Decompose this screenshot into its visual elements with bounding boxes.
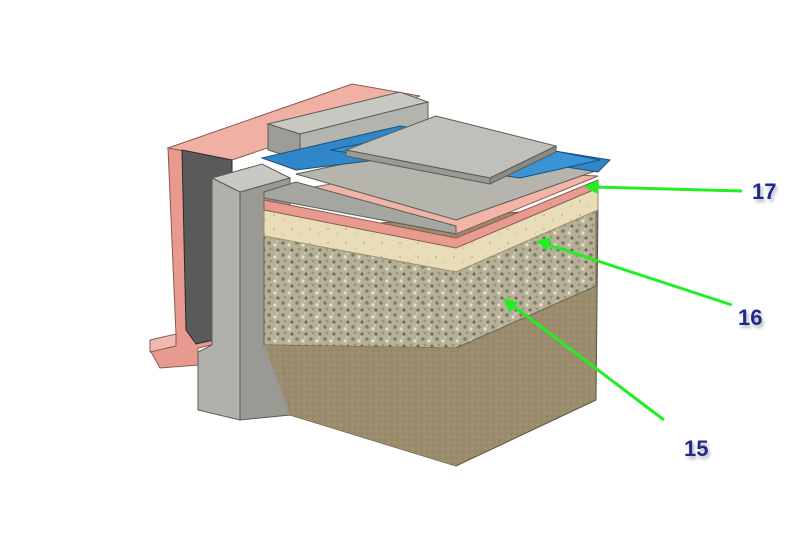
callout-label-17: 17 xyxy=(752,179,777,204)
callout-arrows xyxy=(503,180,743,422)
callout-arrow-17 xyxy=(584,180,743,194)
callout-arrow-16 xyxy=(536,237,733,307)
floor-screed xyxy=(344,115,558,185)
callout-label-16: 16 xyxy=(738,305,763,330)
callout-arrow-15 xyxy=(503,298,665,422)
callout-label-15: 15 xyxy=(684,436,709,461)
